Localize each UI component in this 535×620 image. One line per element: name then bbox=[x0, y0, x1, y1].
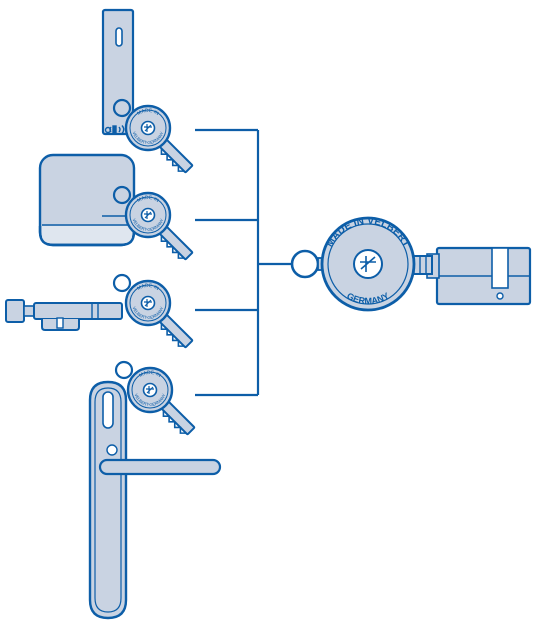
key-stamp-top: MADE IN bbox=[136, 108, 160, 117]
key-stamp-top: MADE IN bbox=[136, 195, 160, 204]
key-stamp-top: MADE IN bbox=[138, 370, 162, 379]
connector-lines bbox=[195, 128, 292, 397]
half-cylinder-icon bbox=[426, 246, 532, 306]
electronic-door-handle-icon bbox=[88, 380, 222, 620]
nfc-waves-icon bbox=[109, 125, 125, 134]
master-key-stamp-bottom: GERMANY bbox=[345, 291, 391, 306]
double-cylinder-icon bbox=[5, 299, 123, 331]
master-key-icon bbox=[290, 216, 433, 312]
key-stamp-top: MADE IN bbox=[136, 283, 160, 292]
smart-hub-icon bbox=[38, 153, 136, 247]
rfid-wall-reader-icon bbox=[101, 8, 135, 136]
